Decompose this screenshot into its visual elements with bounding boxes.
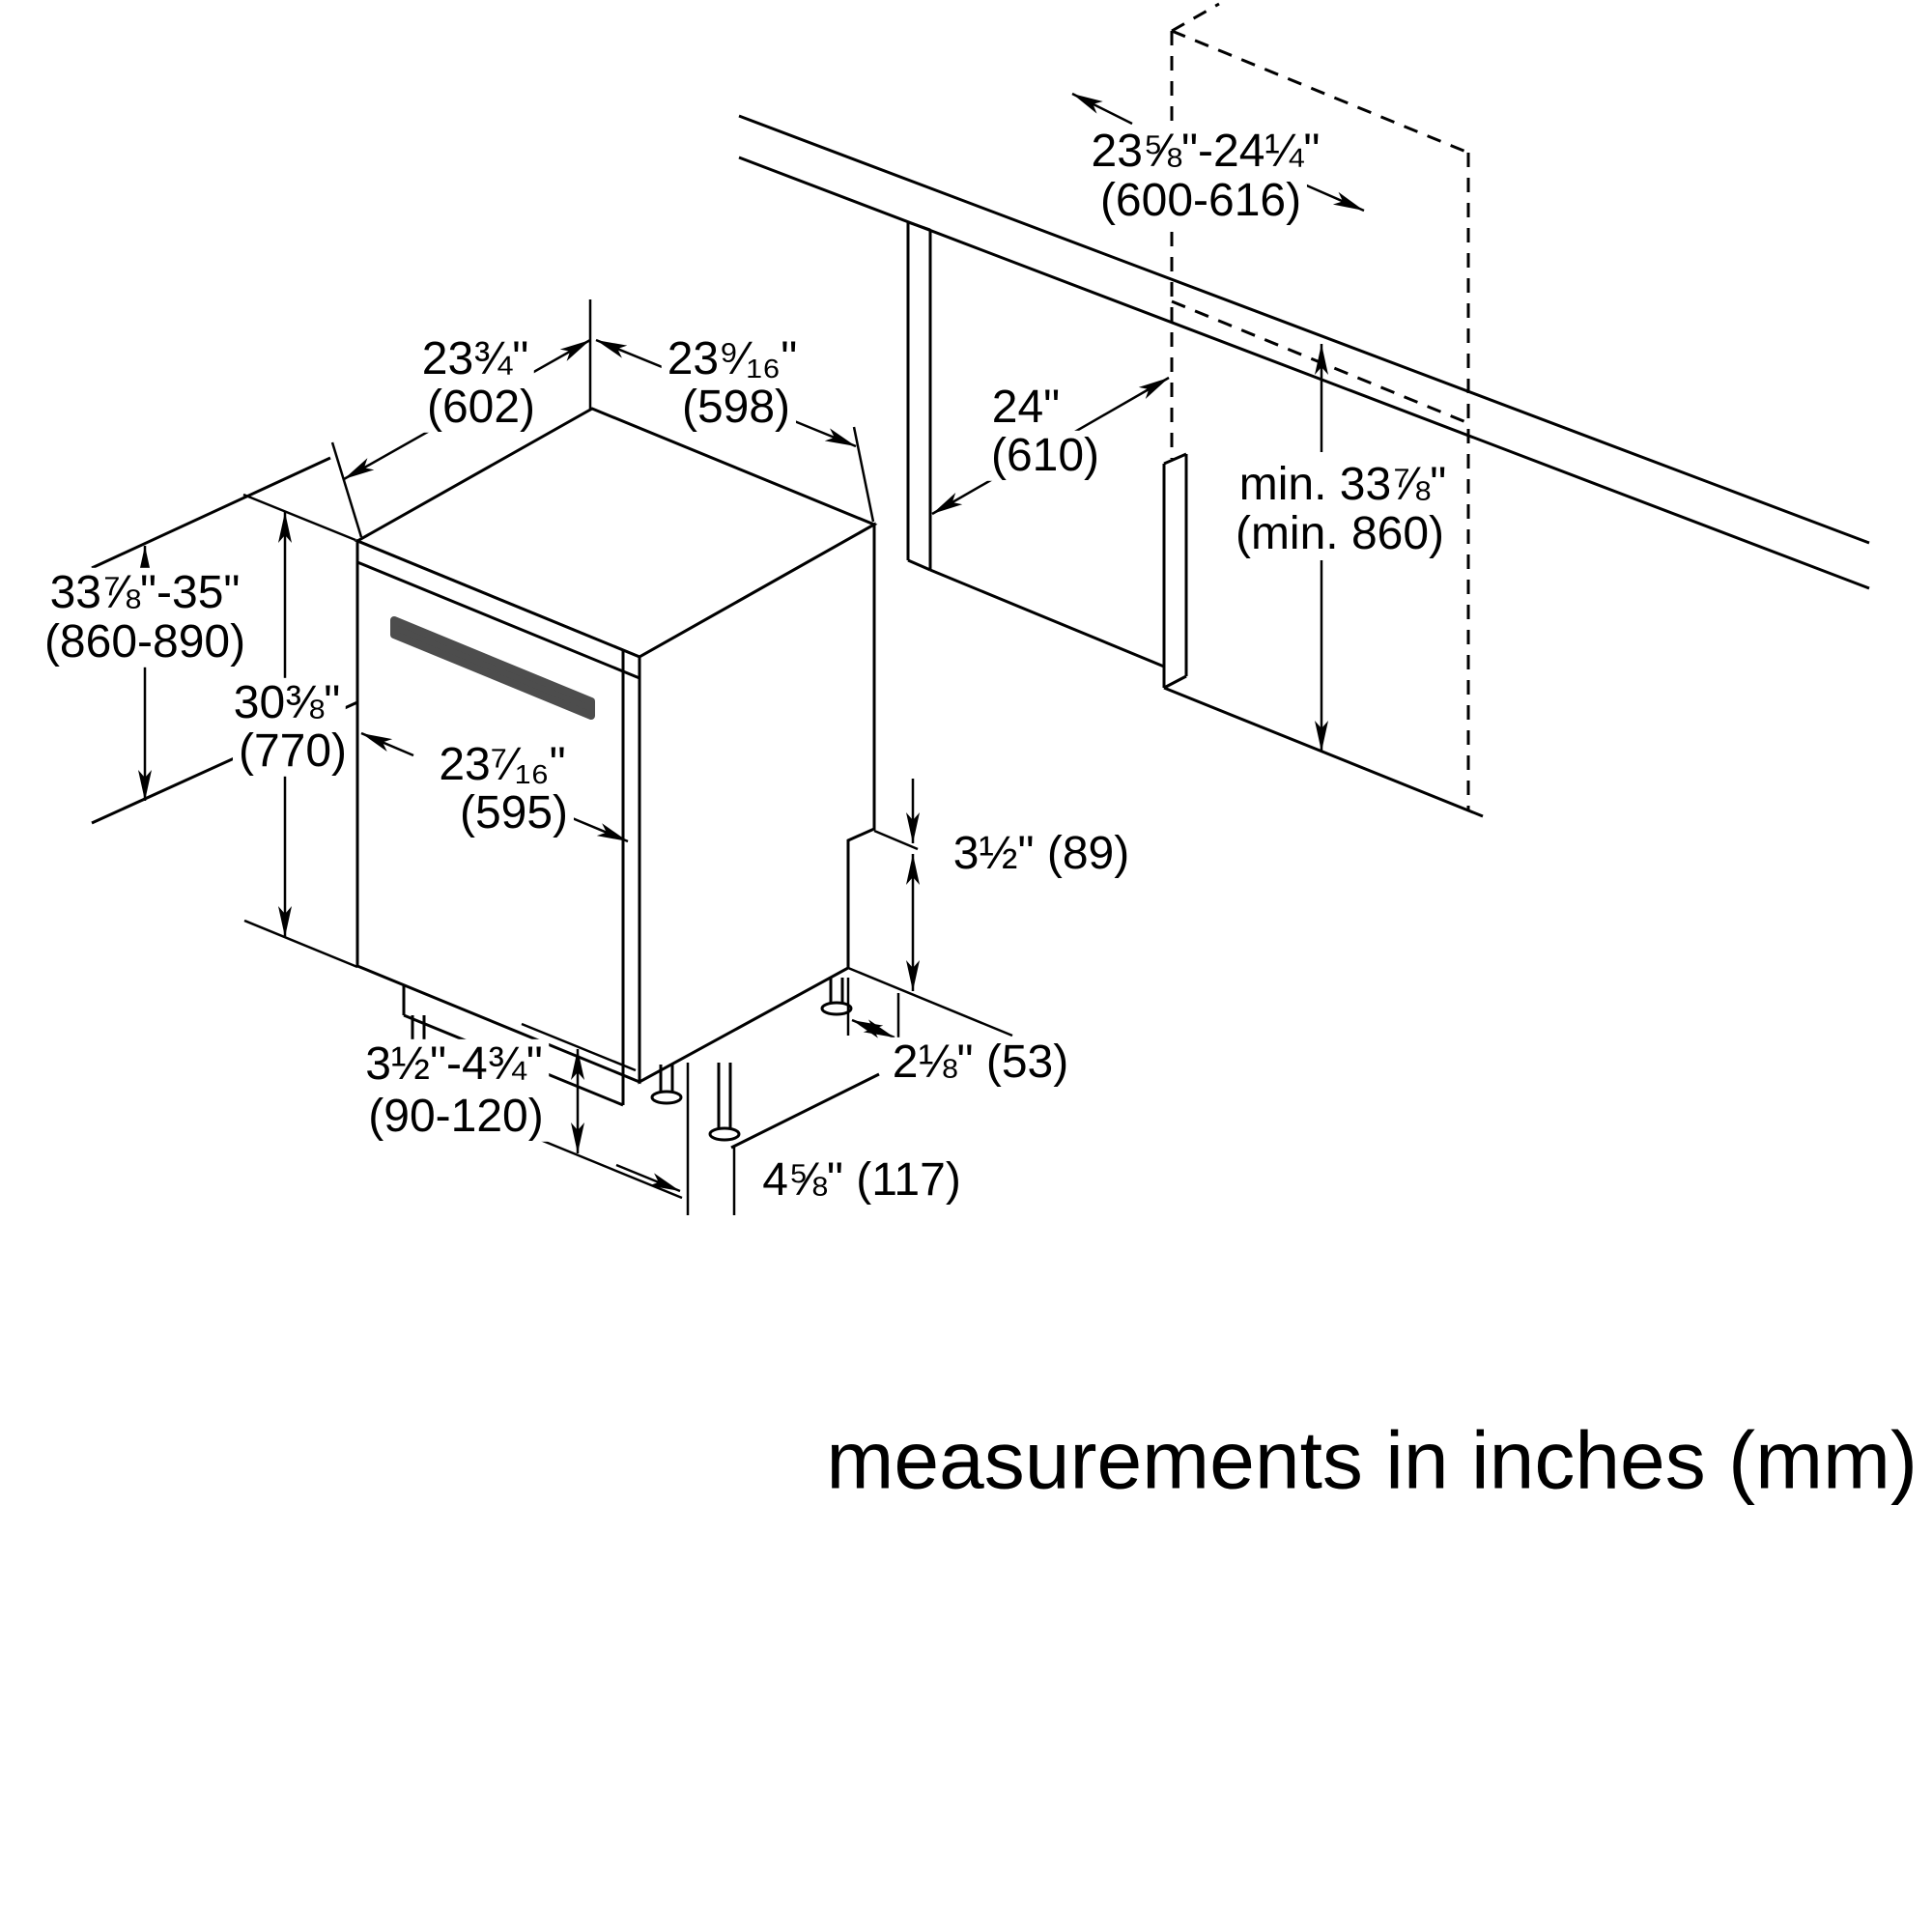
dim-base-offset <box>615 1063 736 1215</box>
dim-niche-width-inches: 23⅝"-24¼" <box>1085 126 1326 178</box>
left-panel-bottom <box>907 558 931 572</box>
dim-cabinet-depth-inches: 24" <box>985 382 1066 434</box>
dim-toe-kick-height <box>847 779 1013 1037</box>
leg-top-reference <box>521 1022 637 1072</box>
dim-base-offset-label: 4⅝" (117) <box>756 1154 967 1207</box>
arrow-door-width-left <box>360 731 414 757</box>
dim-door-height-inches: 30⅜" <box>227 677 347 729</box>
door-top-inner-line <box>356 560 640 680</box>
niche-top-edge <box>1171 29 1469 155</box>
leveling-foot-front-right <box>650 1065 683 1105</box>
left-panel-top <box>907 220 931 232</box>
right-panel-bottom <box>1163 674 1187 690</box>
dim-toe-kick-depth-label: 2⅛" (53) <box>886 1037 1075 1089</box>
right-extension-line <box>852 426 875 523</box>
dim-niche-width-mm: (600-616) <box>1094 175 1308 227</box>
cabinet-structure <box>738 114 1870 818</box>
arrow-base-offset <box>615 1163 681 1193</box>
dim-unit-depth-inches: 23¾" <box>415 333 535 385</box>
toe-kick-top-extension <box>873 829 919 851</box>
door-bottom-extension <box>243 919 358 969</box>
cabinet-floor-edge <box>929 568 1165 668</box>
dim-door-height-mm: (770) <box>232 725 354 778</box>
dim-toe-kick-height-label: 3½" (89) <box>947 828 1136 880</box>
dim-leg-adjust-mm: (90-120) <box>362 1091 550 1143</box>
footer-note: measurements in inches (mm) <box>826 1414 1918 1506</box>
right-panel-top <box>1163 452 1187 466</box>
arrow-toe-kick-depth <box>851 1018 895 1039</box>
dim-niche-height-mm: (min. 860) <box>1229 508 1451 560</box>
dim-overall-height-mm: (860-890) <box>38 616 252 668</box>
niche-top-stub <box>1171 2 1220 33</box>
countertop-front-edge <box>738 114 1870 545</box>
dim-overall-height-inches: 33⅞"-35" <box>43 567 246 619</box>
right-floor-line <box>1163 686 1484 818</box>
toe-kick-bottom-extension <box>847 966 1013 1037</box>
left-counter-line <box>91 456 331 570</box>
left-extension-line <box>330 441 363 538</box>
arrow-niche-width-left <box>1071 92 1133 126</box>
dim-leg-adjust-inches: 3½"-4¾" <box>359 1038 549 1091</box>
dim-unit-width-inches: 23⁹⁄₁₆" <box>661 333 804 385</box>
niche-bottom-edge <box>1171 299 1469 425</box>
dim-door-width-inches: 23⁷⁄₁₆" <box>433 739 572 791</box>
leveling-foot-corner <box>708 1063 741 1142</box>
floor-edge-under-unit <box>730 1072 880 1150</box>
door-top-extension <box>242 493 356 542</box>
dim-door-width-mm: (595) <box>453 787 575 839</box>
dishwasher-handle <box>390 616 595 720</box>
leveling-foot-side <box>820 978 853 1016</box>
arrow-niche-width-right <box>1301 182 1365 213</box>
dim-unit-depth-mm: (602) <box>420 382 542 434</box>
dim-cabinet-depth-mm: (610) <box>984 430 1106 482</box>
dim-niche-width <box>1071 92 1365 213</box>
dim-unit-width-mm: (598) <box>675 382 797 434</box>
dim-niche-height-inches: min. 33⅞" <box>1233 459 1453 511</box>
dishwasher-right-face <box>638 522 876 1085</box>
dim-toe-kick-depth <box>846 978 900 1039</box>
